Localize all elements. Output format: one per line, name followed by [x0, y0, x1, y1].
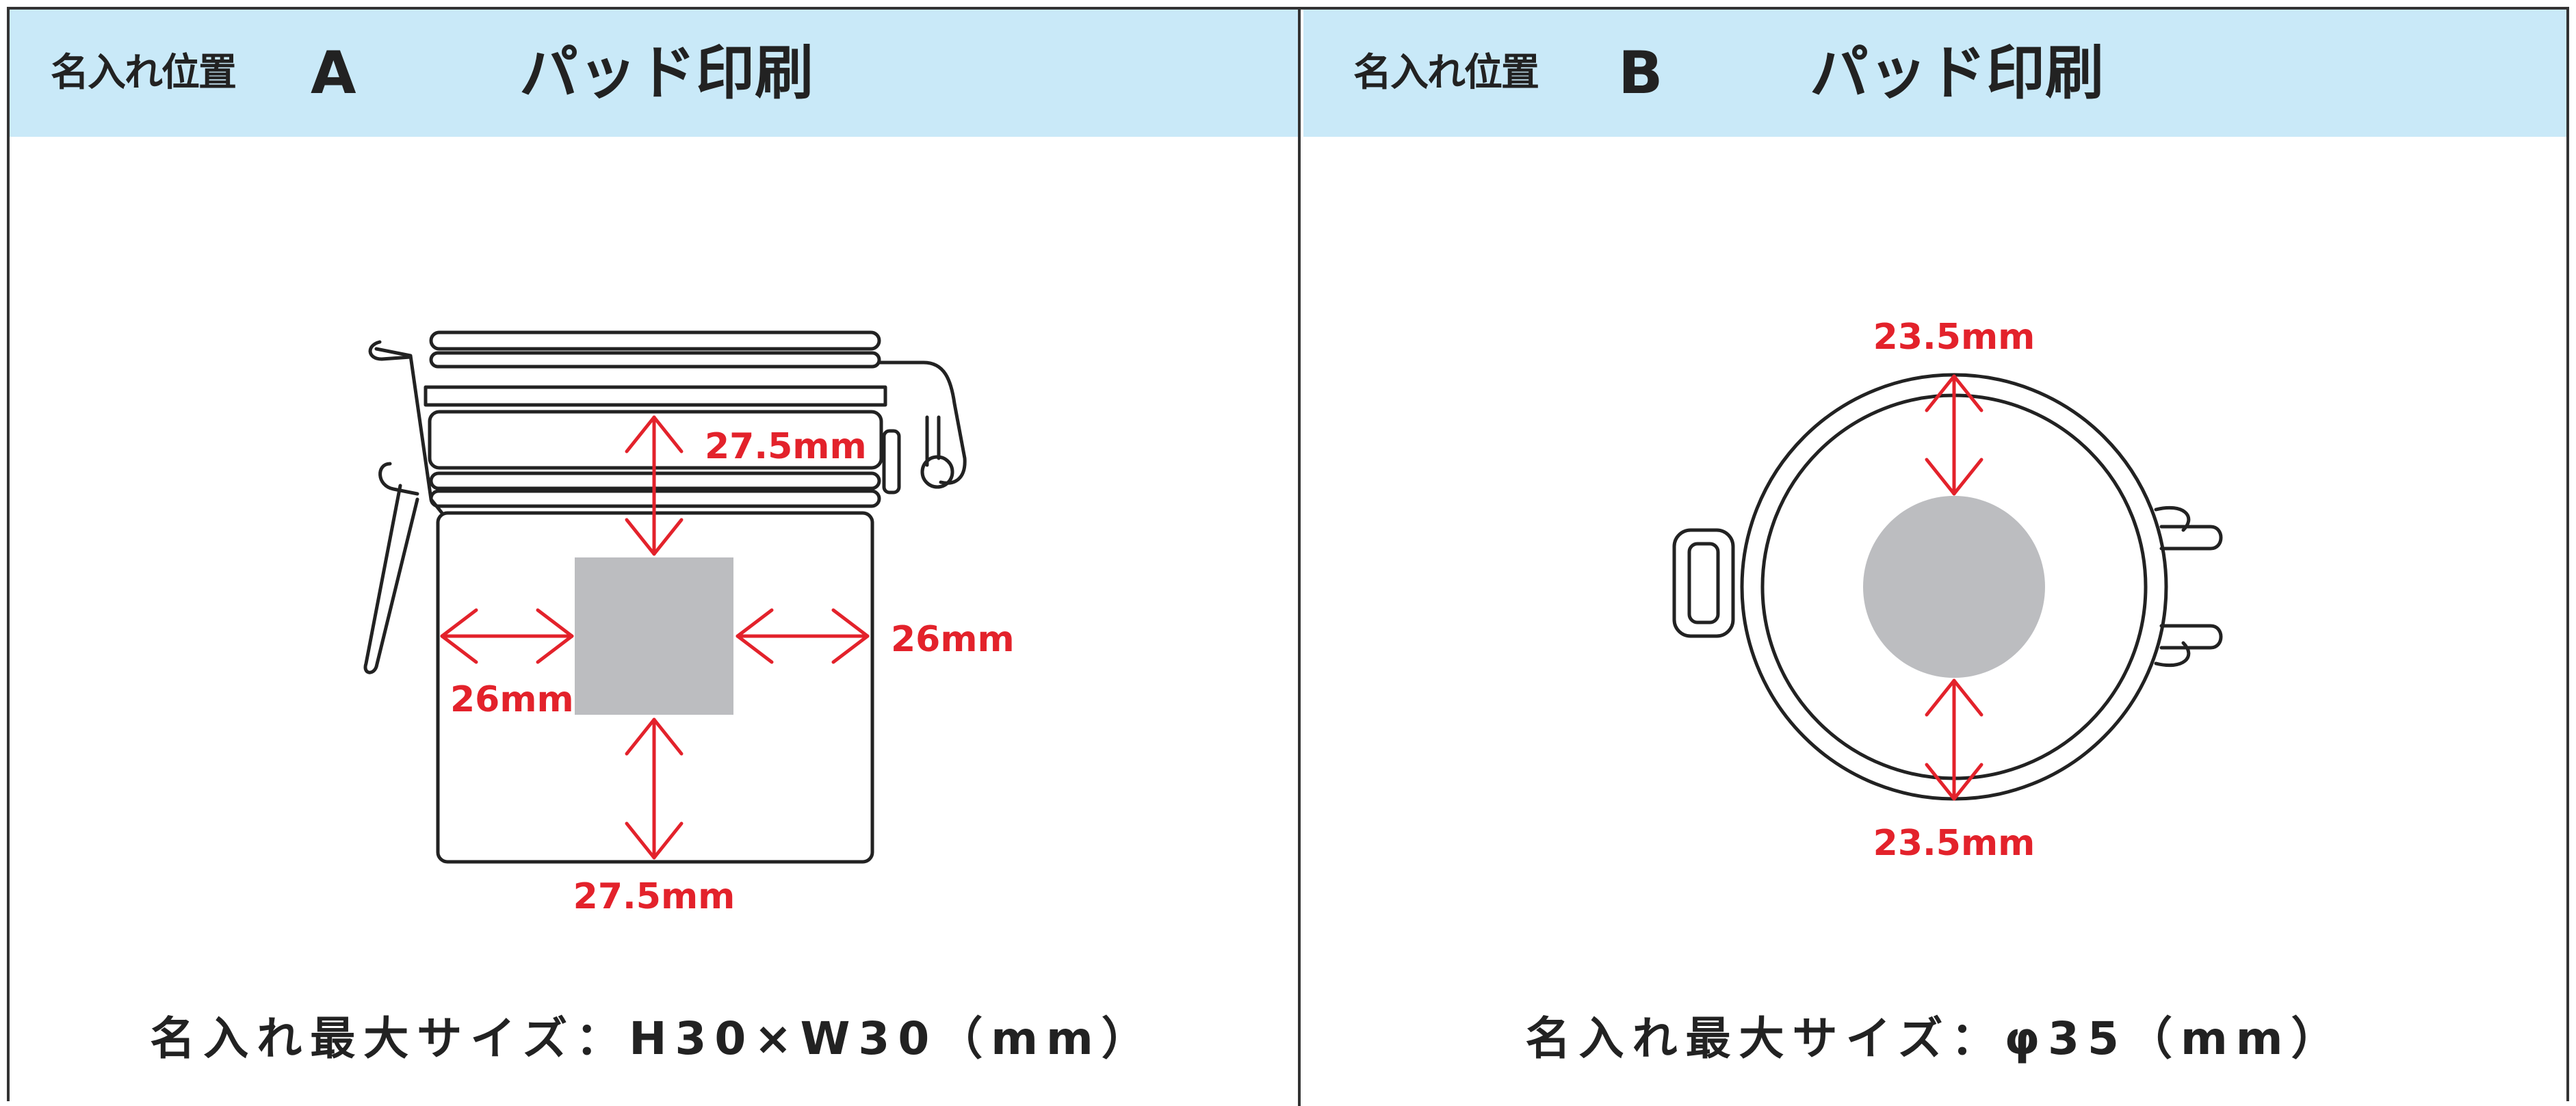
panel-a-method: パッド印刷 [519, 39, 814, 107]
hinge-right [882, 429, 901, 495]
panel-a: 名入れ位置 A パッド印刷 [7, 7, 1301, 1106]
panel-a-position-label: 名入れ位置 [51, 51, 237, 95]
dim-bottom-arrowheads [625, 717, 684, 860]
dim-top-label: 23.5mm [1873, 317, 2035, 358]
clamp-left-wire [374, 347, 444, 515]
dim-right-arrowheads [736, 608, 870, 664]
panel-a-position-letter: A [311, 39, 356, 107]
jar-lid-top-ring [429, 330, 881, 351]
dim-bottom-label: 23.5mm [1873, 823, 2035, 864]
clamp-right-top [2159, 525, 2223, 551]
panel-b-position-label: 名入れ位置 [1353, 51, 1539, 95]
panel-b: 名入れ位置 B パッド印刷 23.5mm 23.5mm 名入れ最大サイズ：φ35… [1301, 7, 2569, 1106]
clamp-right-bottom [2159, 624, 2223, 650]
jar-top-view: 23.5mm 23.5mm [1672, 317, 2223, 864]
jar-lid-band [424, 385, 887, 407]
print-area-circle [1863, 496, 2045, 678]
panel-b-header: 名入れ位置 B パッド印刷 [1303, 10, 2569, 137]
clamp-right-wire [877, 360, 967, 485]
panel-b-position-letter: B [1618, 39, 1663, 107]
print-area-square [575, 557, 733, 715]
dim-top-arrowheads [625, 415, 684, 556]
dim-top-arrowheads [1925, 374, 1983, 496]
panel-b-method: パッド印刷 [1810, 39, 2104, 107]
hinge-left-outer [1672, 528, 1735, 638]
clamp-left-hook [368, 340, 413, 361]
dim-top-label: 27.5mm [705, 426, 867, 467]
dim-bottom-arrowheads [1925, 679, 1983, 801]
hinge-bar [925, 415, 941, 467]
outer-frame [7, 7, 2569, 1101]
panel-a-max-size: 名入れ最大サイズ：H30×W30（mm） [150, 1012, 1155, 1065]
jar-lid-ring [429, 351, 881, 369]
hinge-left-inner [1687, 542, 1720, 624]
clamp-left-loop [378, 462, 419, 496]
clamp-lever [363, 484, 419, 674]
dim-left-arrowheads [440, 608, 574, 664]
panel-a-header: 名入れ位置 A パッド印刷 [10, 10, 1298, 137]
dim-bottom-label: 27.5mm [573, 876, 736, 917]
dim-right-label: 26mm [891, 619, 1015, 660]
clamp-right-wire [2154, 505, 2191, 668]
dim-left-label: 26mm [450, 679, 574, 720]
panel-b-max-size: 名入れ最大サイズ：φ35（mm） [1525, 1012, 2345, 1065]
jar-side-view: 27.5mm 27.5mm 26mm 26mm [363, 330, 1015, 917]
